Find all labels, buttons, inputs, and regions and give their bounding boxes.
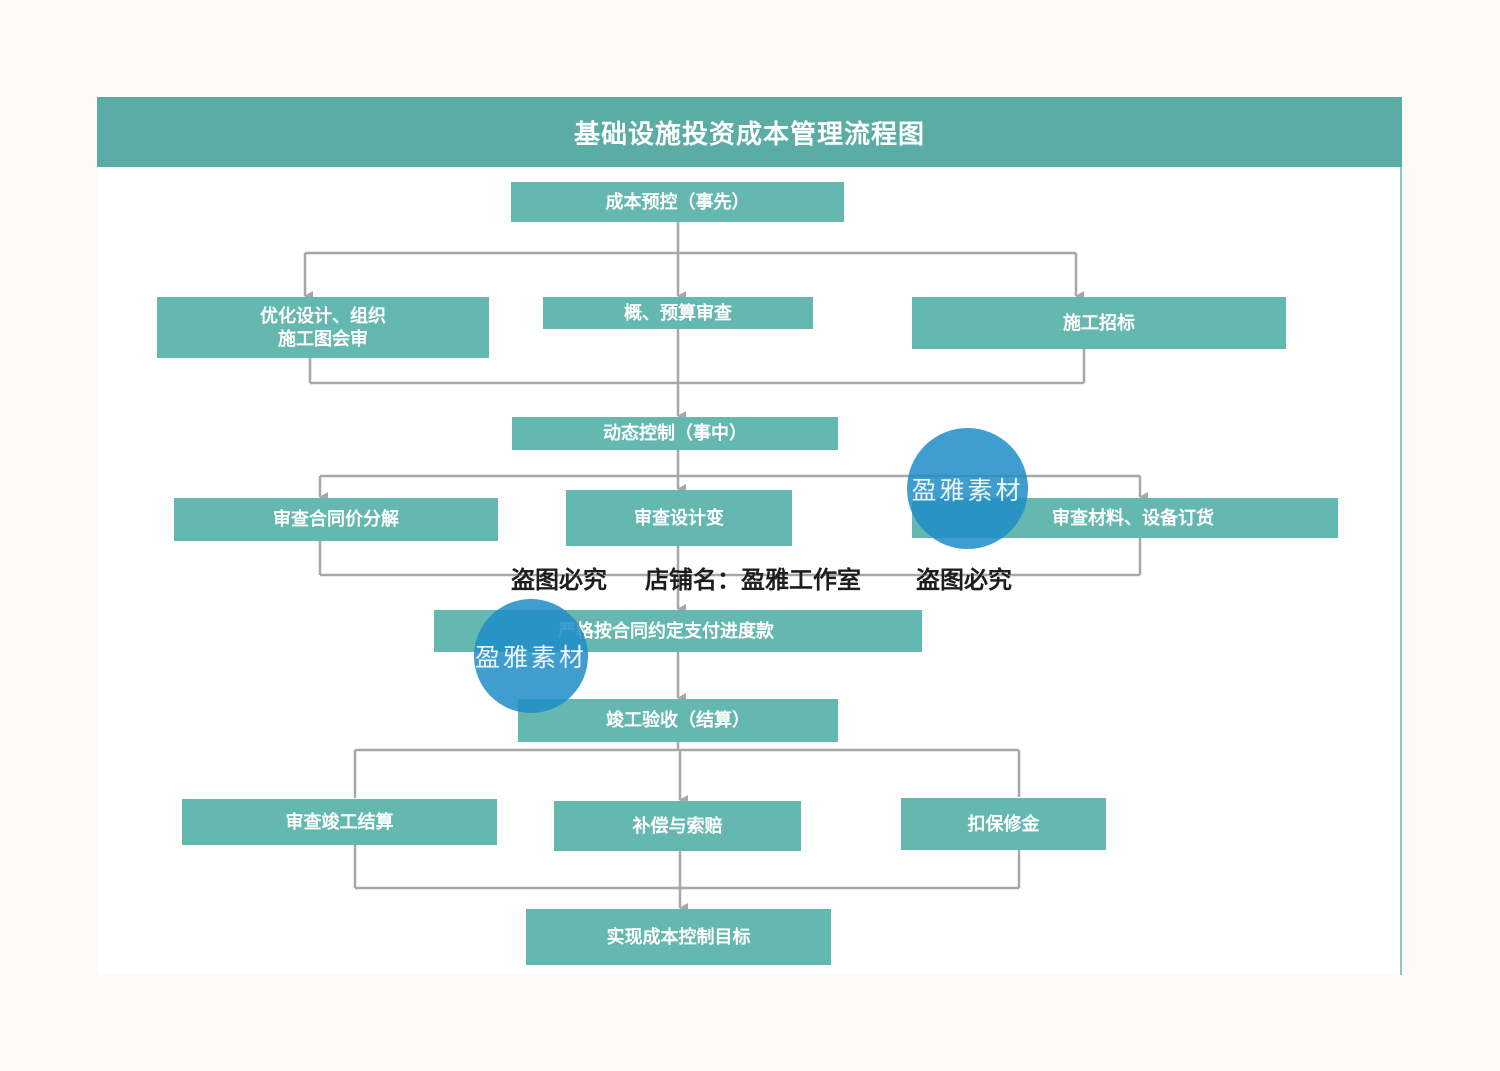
- watermark-logo-circle: 盈雅素材: [907, 428, 1028, 549]
- node-retention-money: 扣保修金: [901, 798, 1106, 850]
- node-cost-pre-control: 成本预控（事先）: [511, 182, 844, 222]
- watermark-logo-text: 盈雅素材: [911, 475, 1024, 505]
- node-estimate-review: 概、预算审查: [543, 297, 813, 329]
- node-dynamic-control: 动态控制（事中）: [512, 417, 838, 450]
- node-achieve-goal: 实现成本控制目标: [526, 909, 831, 965]
- watermark-shop-name: 店铺名：盈雅工作室: [645, 566, 861, 594]
- node-completion-acceptance: 竣工验收（结算）: [518, 699, 838, 742]
- node-optimize-design: 优化设计、组织 施工图会审: [157, 297, 489, 358]
- watermark-text-right: 盗图必究: [916, 566, 1012, 594]
- node-review-design-change: 审查设计变: [566, 490, 792, 546]
- node-compensation-claims: 补偿与索赔: [554, 801, 801, 851]
- watermark-text-left: 盗图必究: [511, 566, 607, 594]
- node-construction-bidding: 施工招标: [912, 297, 1286, 349]
- node-review-contract-price: 审查合同价分解: [174, 498, 498, 541]
- node-review-final-account: 审查竣工结算: [182, 799, 497, 845]
- watermark-logo-circle: 盈雅素材: [474, 599, 588, 713]
- watermark-logo-text: 盈雅素材: [474, 643, 587, 672]
- sheet-edge-line: [1400, 167, 1402, 975]
- chart-title: 基础设施投资成本管理流程图: [97, 97, 1402, 167]
